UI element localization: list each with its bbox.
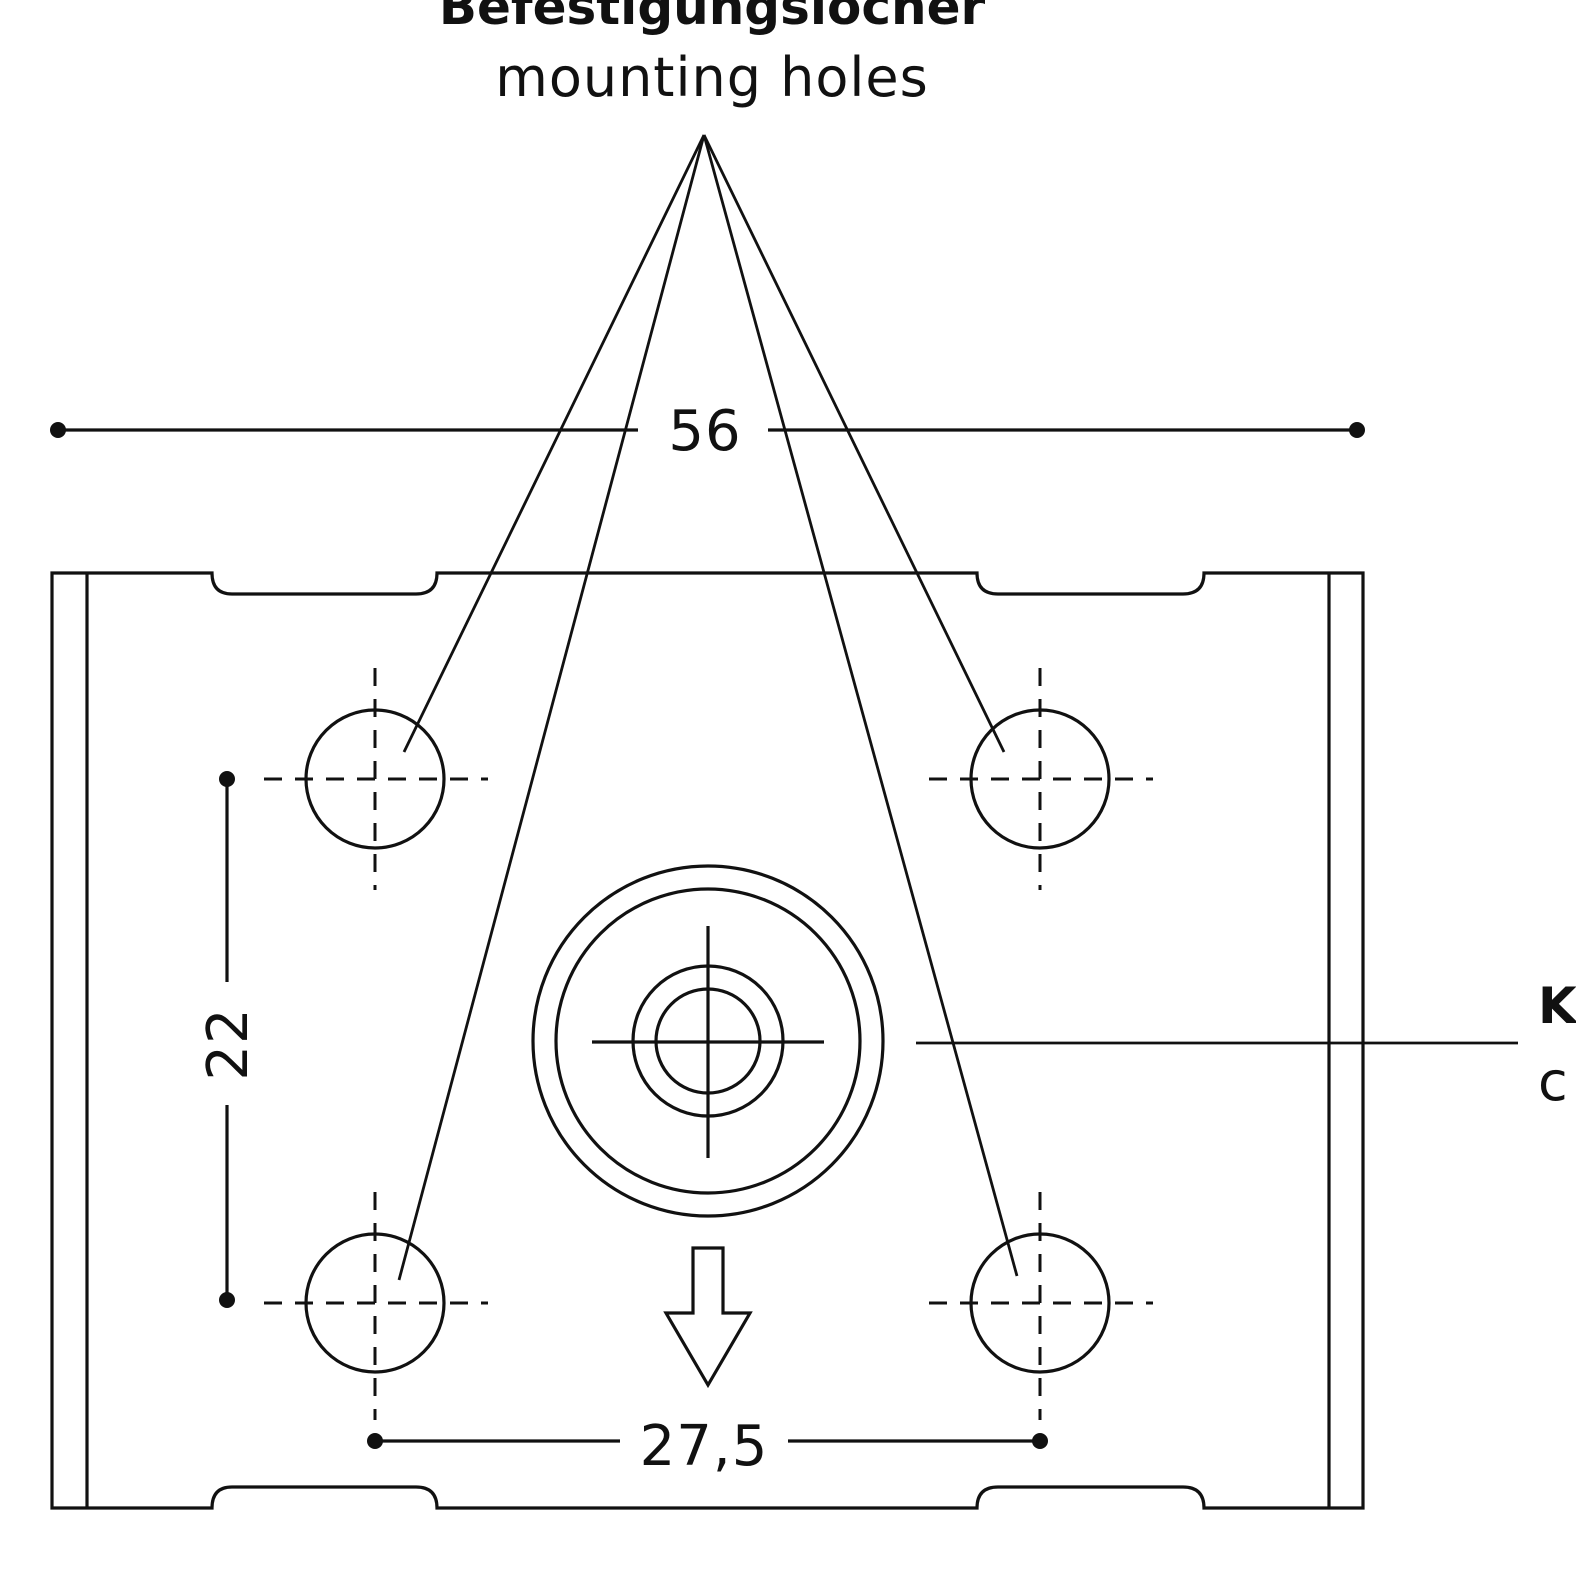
mounting-holes-label-de: Befestigungslöcher: [439, 0, 986, 36]
center-second-ring: [554, 887, 862, 1195]
dimension-vertical-spacing: 22: [196, 771, 261, 1308]
dimension-endpoint-left: [367, 1433, 383, 1449]
mounting-hole-top-right: [929, 668, 1153, 890]
mounting-holes-label-en: mounting holes: [495, 46, 929, 109]
right-callout-label-en: c: [1538, 1050, 1569, 1113]
mounting-hole-bottom-left: [264, 1192, 488, 1420]
down-arrow-icon: [663, 1246, 753, 1389]
dimension-overall-width: 56: [50, 399, 1365, 464]
dimension-horizontal-spacing: 27,5: [367, 1414, 1048, 1479]
dimension-endpoint-top: [219, 771, 235, 787]
leader-bottom-right: [702, 134, 1019, 1277]
mounting-hole-top-left: [264, 668, 488, 890]
center-component: [531, 864, 885, 1218]
dimension-endpoint-bottom: [219, 1292, 235, 1308]
dimension-endpoint-right: [1032, 1433, 1048, 1449]
dimension-endpoint-left: [50, 422, 66, 438]
leader-bottom-left: [397, 134, 706, 1281]
center-outer-ring: [531, 864, 885, 1218]
leader-top-right: [702, 134, 1006, 753]
dimension-endpoint-right: [1349, 422, 1365, 438]
leader-top-left: [402, 134, 706, 753]
housing-outline: [50, 571, 1365, 1510]
dimension-value-27-5: 27,5: [640, 1414, 769, 1479]
mounting-hole-bottom-right: [929, 1192, 1153, 1420]
dimension-value-56: 56: [668, 399, 741, 464]
right-callout-label-de: K: [1538, 977, 1576, 1035]
dimension-value-22: 22: [196, 1007, 261, 1080]
mounting-hole-leaders: [397, 134, 1019, 1281]
